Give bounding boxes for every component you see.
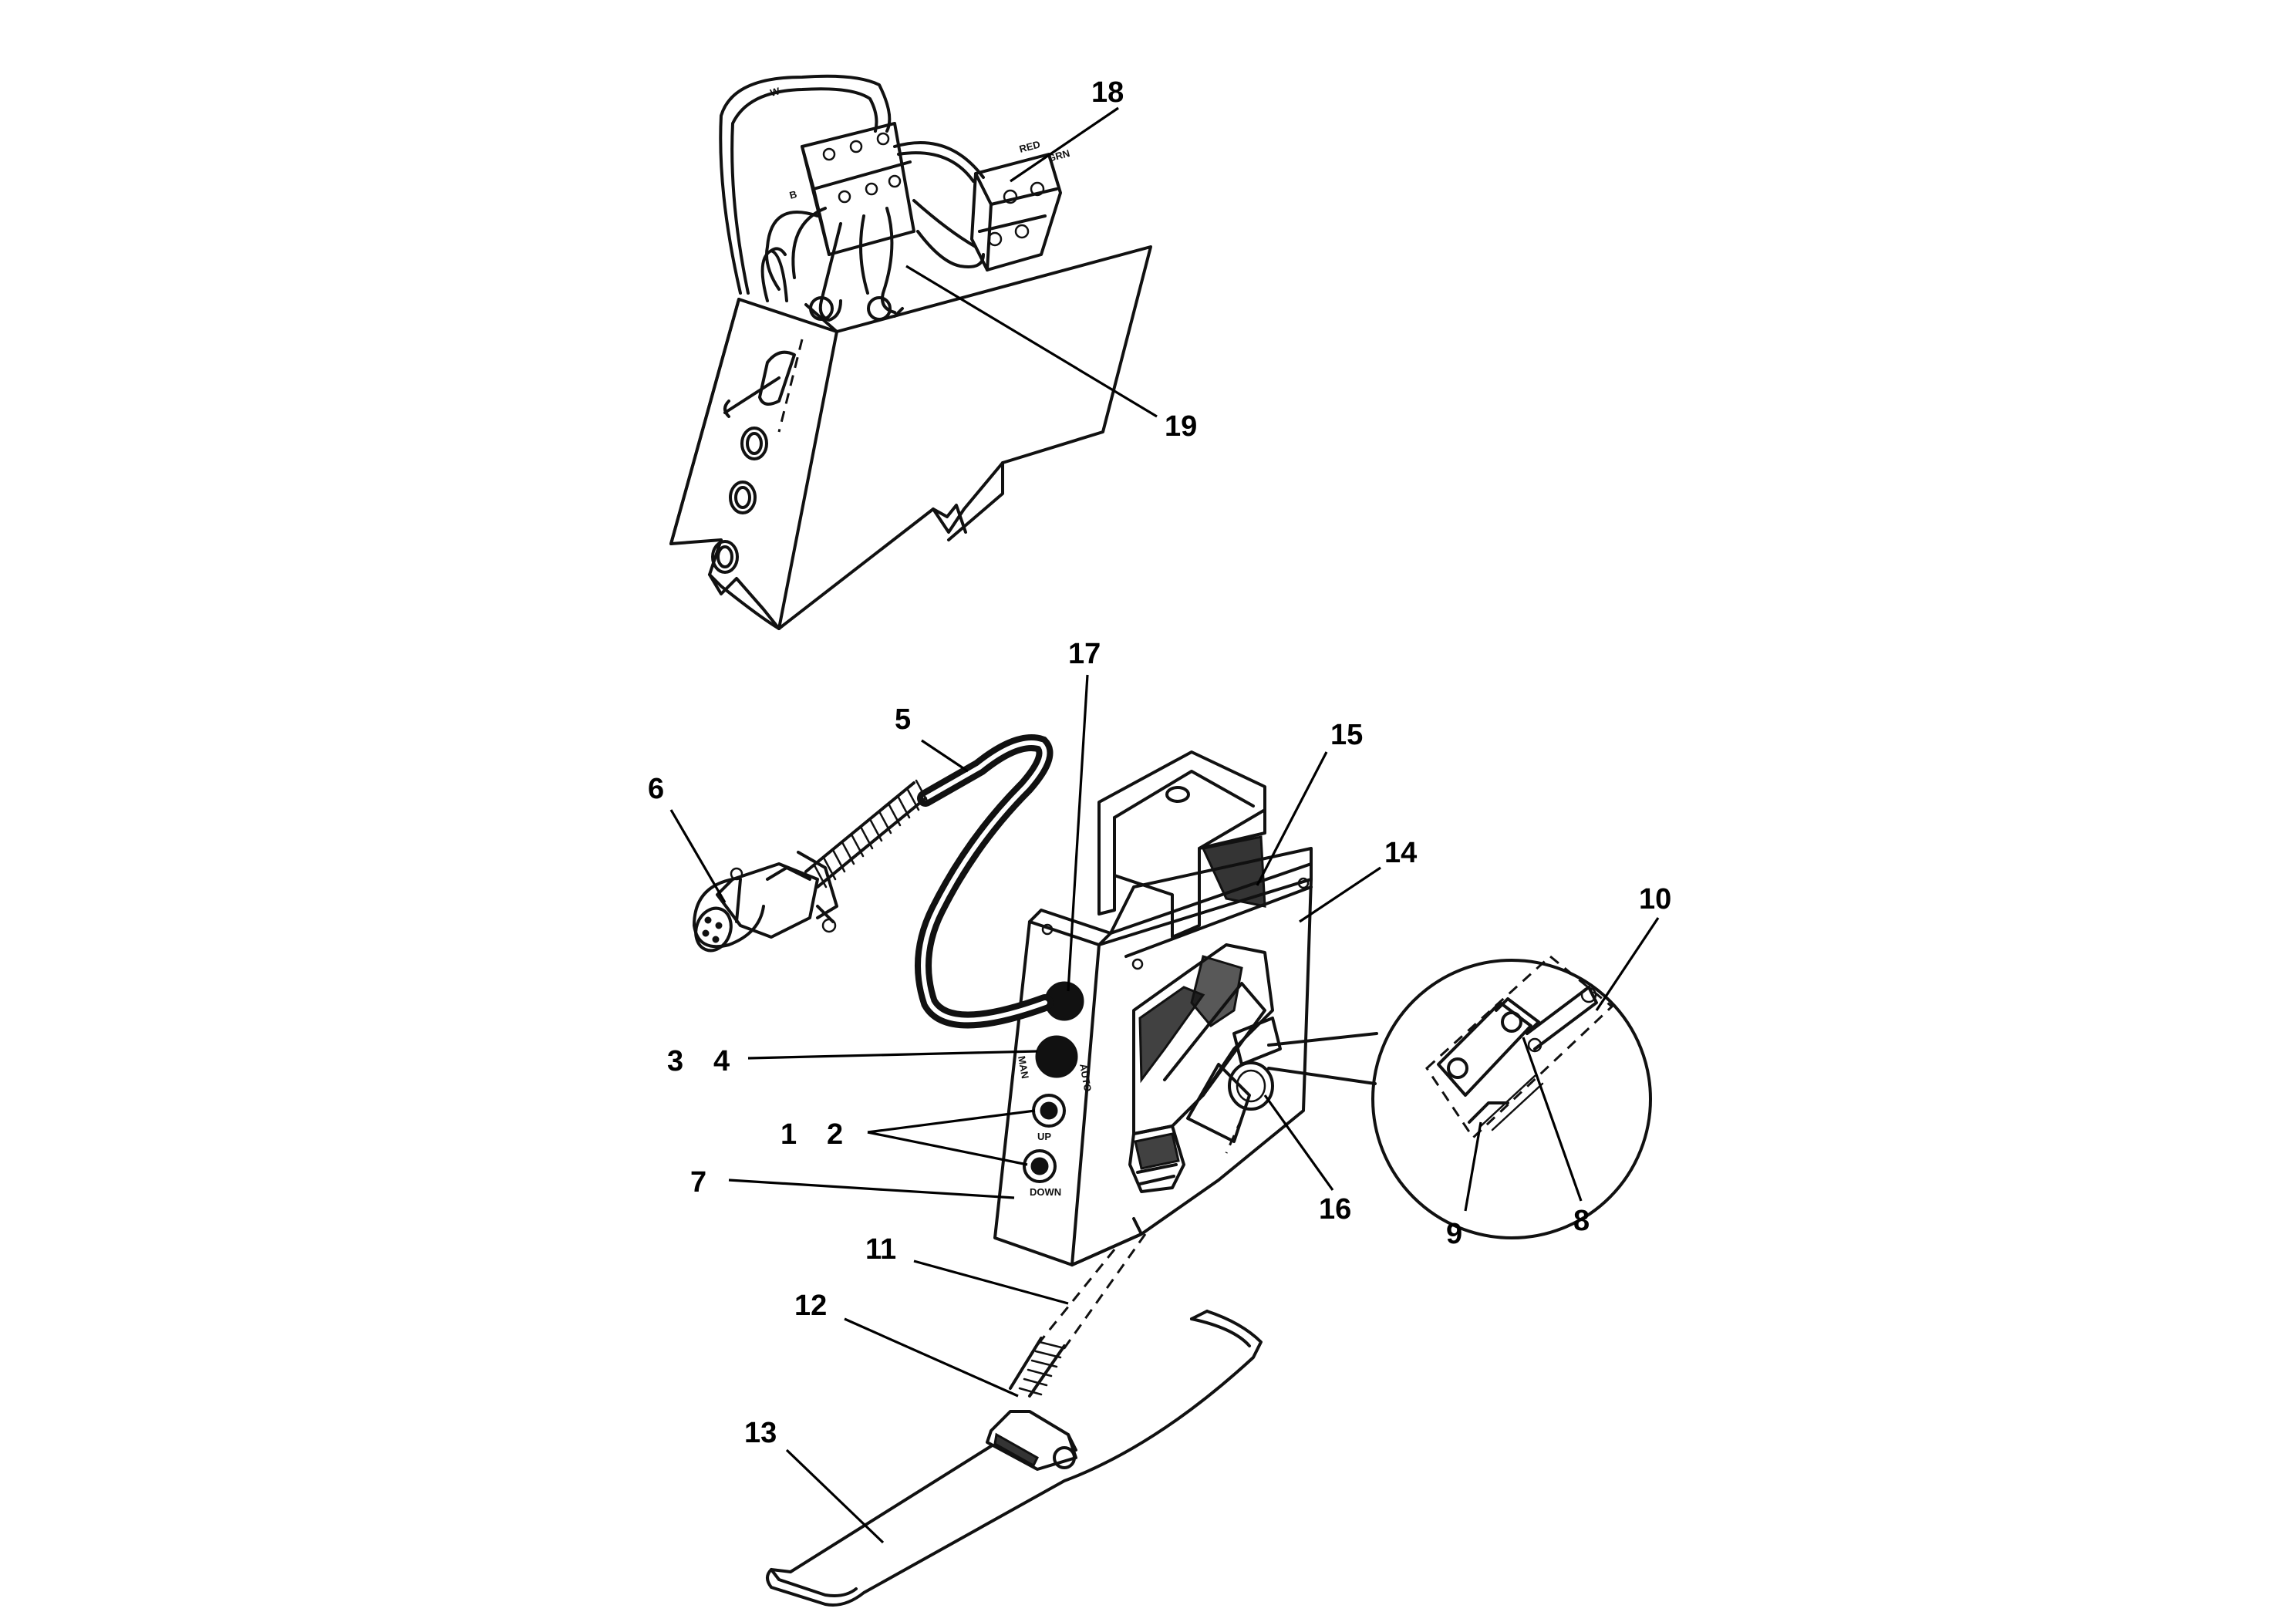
man-label: MAN xyxy=(1016,1055,1031,1080)
upper-control-box: W B RED GRN xyxy=(669,74,1152,630)
callout-9: 9 xyxy=(1446,1218,1462,1250)
callout-11: 11 xyxy=(865,1233,896,1266)
callout-13: 13 xyxy=(744,1417,777,1449)
callout-1: 1 xyxy=(781,1118,797,1151)
cable-and-connector xyxy=(693,734,1054,1029)
sensor-arm-and-ski xyxy=(766,1233,1263,1607)
detail-inset xyxy=(1267,955,1652,1239)
callout-8: 8 xyxy=(1573,1205,1590,1237)
spring-coils xyxy=(813,779,929,889)
svg-text:RED: RED xyxy=(1018,138,1041,155)
callout-12: 12 xyxy=(794,1290,827,1322)
up-label: UP xyxy=(1037,1131,1051,1142)
callout-14: 14 xyxy=(1384,837,1417,869)
callout-4: 4 xyxy=(713,1045,730,1077)
svg-text:W: W xyxy=(769,85,781,99)
internal-mechanism xyxy=(1128,835,1282,1193)
callout-18: 18 xyxy=(1091,76,1124,109)
down-label: DOWN xyxy=(1030,1186,1061,1198)
leader-lines xyxy=(669,106,1660,1544)
callout-10: 10 xyxy=(1639,883,1671,916)
callout-16: 16 xyxy=(1319,1193,1351,1226)
callout-5: 5 xyxy=(895,703,911,736)
callout-2: 2 xyxy=(827,1118,843,1151)
callout-labels: 18 19 17 5 6 15 14 10 3 4 1 2 7 16 9 8 1… xyxy=(648,76,1671,1449)
callout-19: 19 xyxy=(1165,410,1197,443)
callout-7: 7 xyxy=(690,1166,706,1199)
svg-text:B: B xyxy=(788,188,798,201)
callout-17: 17 xyxy=(1068,638,1101,670)
lower-control-box: AUTO MAN UP DOWN xyxy=(993,750,1313,1266)
auto-label: AUTO xyxy=(1077,1063,1094,1093)
callout-6: 6 xyxy=(648,773,664,805)
callout-15: 15 xyxy=(1330,719,1363,751)
callout-3: 3 xyxy=(667,1045,683,1077)
